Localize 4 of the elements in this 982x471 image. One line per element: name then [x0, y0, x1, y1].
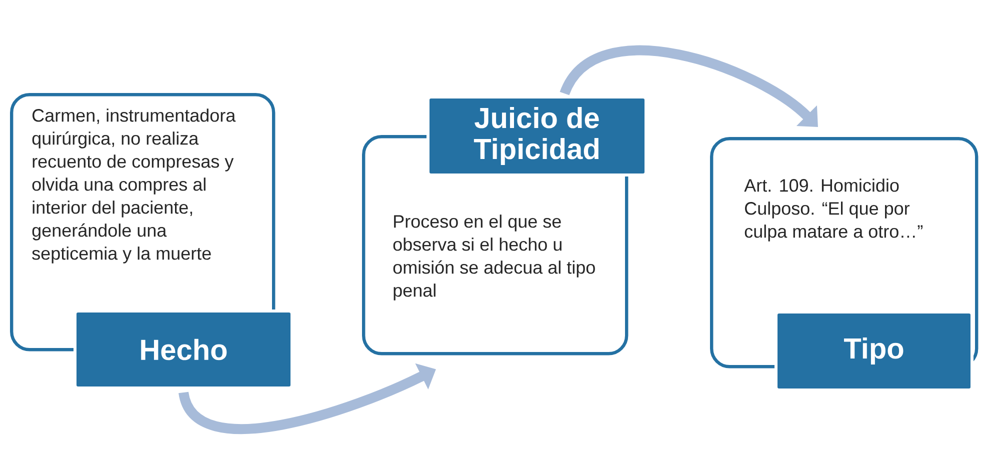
heading-tab: Tipo: [774, 310, 974, 392]
heading-tab: Hecho: [74, 310, 294, 390]
heading-tab: Juicio de Tipicidad: [426, 96, 648, 176]
curved-arrow: [560, 46, 818, 127]
